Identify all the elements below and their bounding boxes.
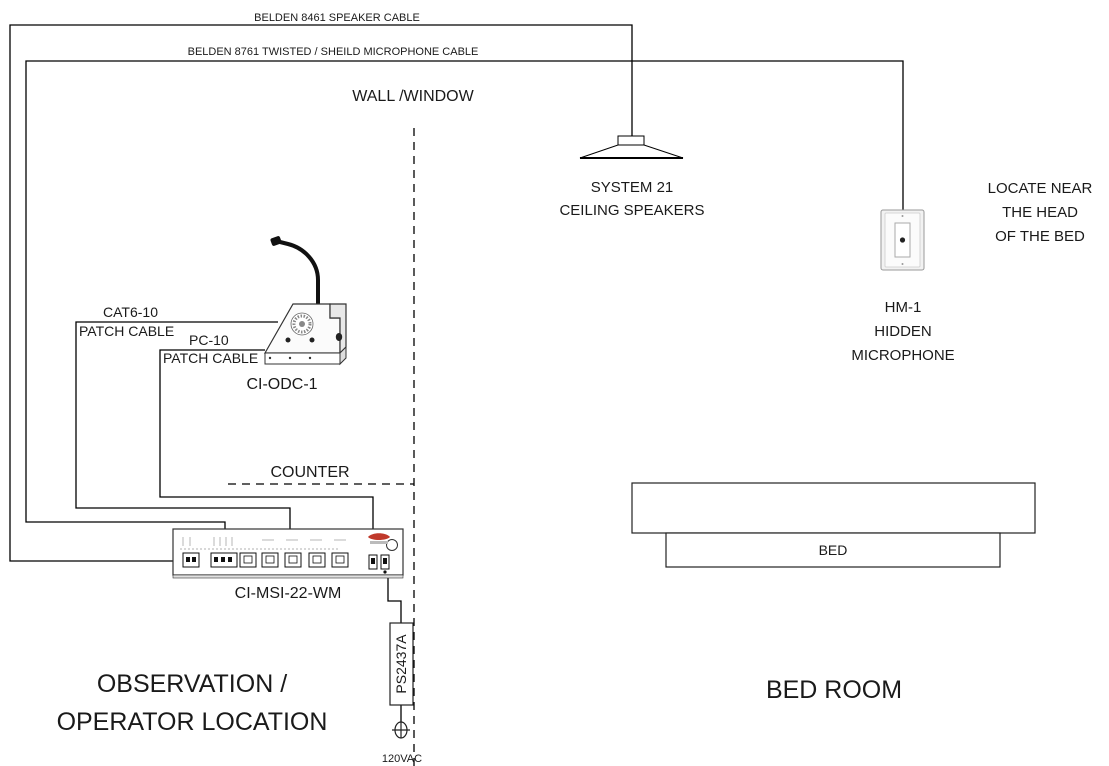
cat6-patch-cable: [75, 321, 291, 538]
power-cable: [387, 570, 402, 623]
mic-model-label: HM-1: [885, 299, 922, 316]
mic-label-line3: MICROPHONE: [851, 347, 954, 364]
observation-label-line1: OBSERVATION /: [97, 670, 287, 698]
pc10-patch-cable: [159, 349, 374, 538]
cat6-cable-desc: PATCH CABLE: [79, 323, 174, 339]
mic-note-line3: OF THE BED: [995, 228, 1085, 245]
speaker-cable: [9, 24, 633, 562]
bedroom-label: BED ROOM: [766, 676, 902, 704]
msi-label: CI-MSI-22-WM: [235, 585, 342, 602]
speaker-label-line1: SYSTEM 21: [591, 179, 674, 196]
psu-label: PS2437A: [393, 634, 409, 694]
counter-label: COUNTER: [270, 464, 349, 481]
mic-note-line2: THE HEAD: [1002, 204, 1078, 221]
speaker-cable-label: BELDEN 8461 SPEAKER CABLE: [254, 12, 420, 24]
power-label: 120VAC: [382, 753, 422, 765]
speaker-label-line2: CEILING SPEAKERS: [559, 202, 704, 219]
observation-label-line2: OPERATOR LOCATION: [57, 708, 328, 736]
bed-icon: [631, 482, 1036, 568]
mic-label-line2: HIDDEN: [874, 323, 932, 340]
microphone-cable-label: BELDEN 8761 TWISTED / SHEILD MICROPHONE …: [188, 46, 479, 58]
ceiling-speaker-icon: [579, 135, 684, 159]
pc10-cable-desc: PATCH CABLE: [163, 350, 258, 366]
mic-note-line1: LOCATE NEAR: [988, 180, 1093, 197]
power-plug-icon: [392, 721, 410, 739]
msi-interface-icon: [172, 528, 404, 579]
hidden-microphone-icon: [880, 209, 925, 271]
cat6-cable-name: CAT6-10: [103, 304, 158, 320]
microphone-cable: [25, 60, 904, 538]
odc-console-icon: [263, 236, 347, 366]
pc10-cable-name: PC-10: [189, 332, 229, 348]
bed-label: BED: [819, 542, 848, 558]
odc-label: CI-ODC-1: [246, 376, 317, 393]
power-supply-icon: [389, 622, 414, 706]
wall-label: WALL /WINDOW: [352, 88, 474, 105]
